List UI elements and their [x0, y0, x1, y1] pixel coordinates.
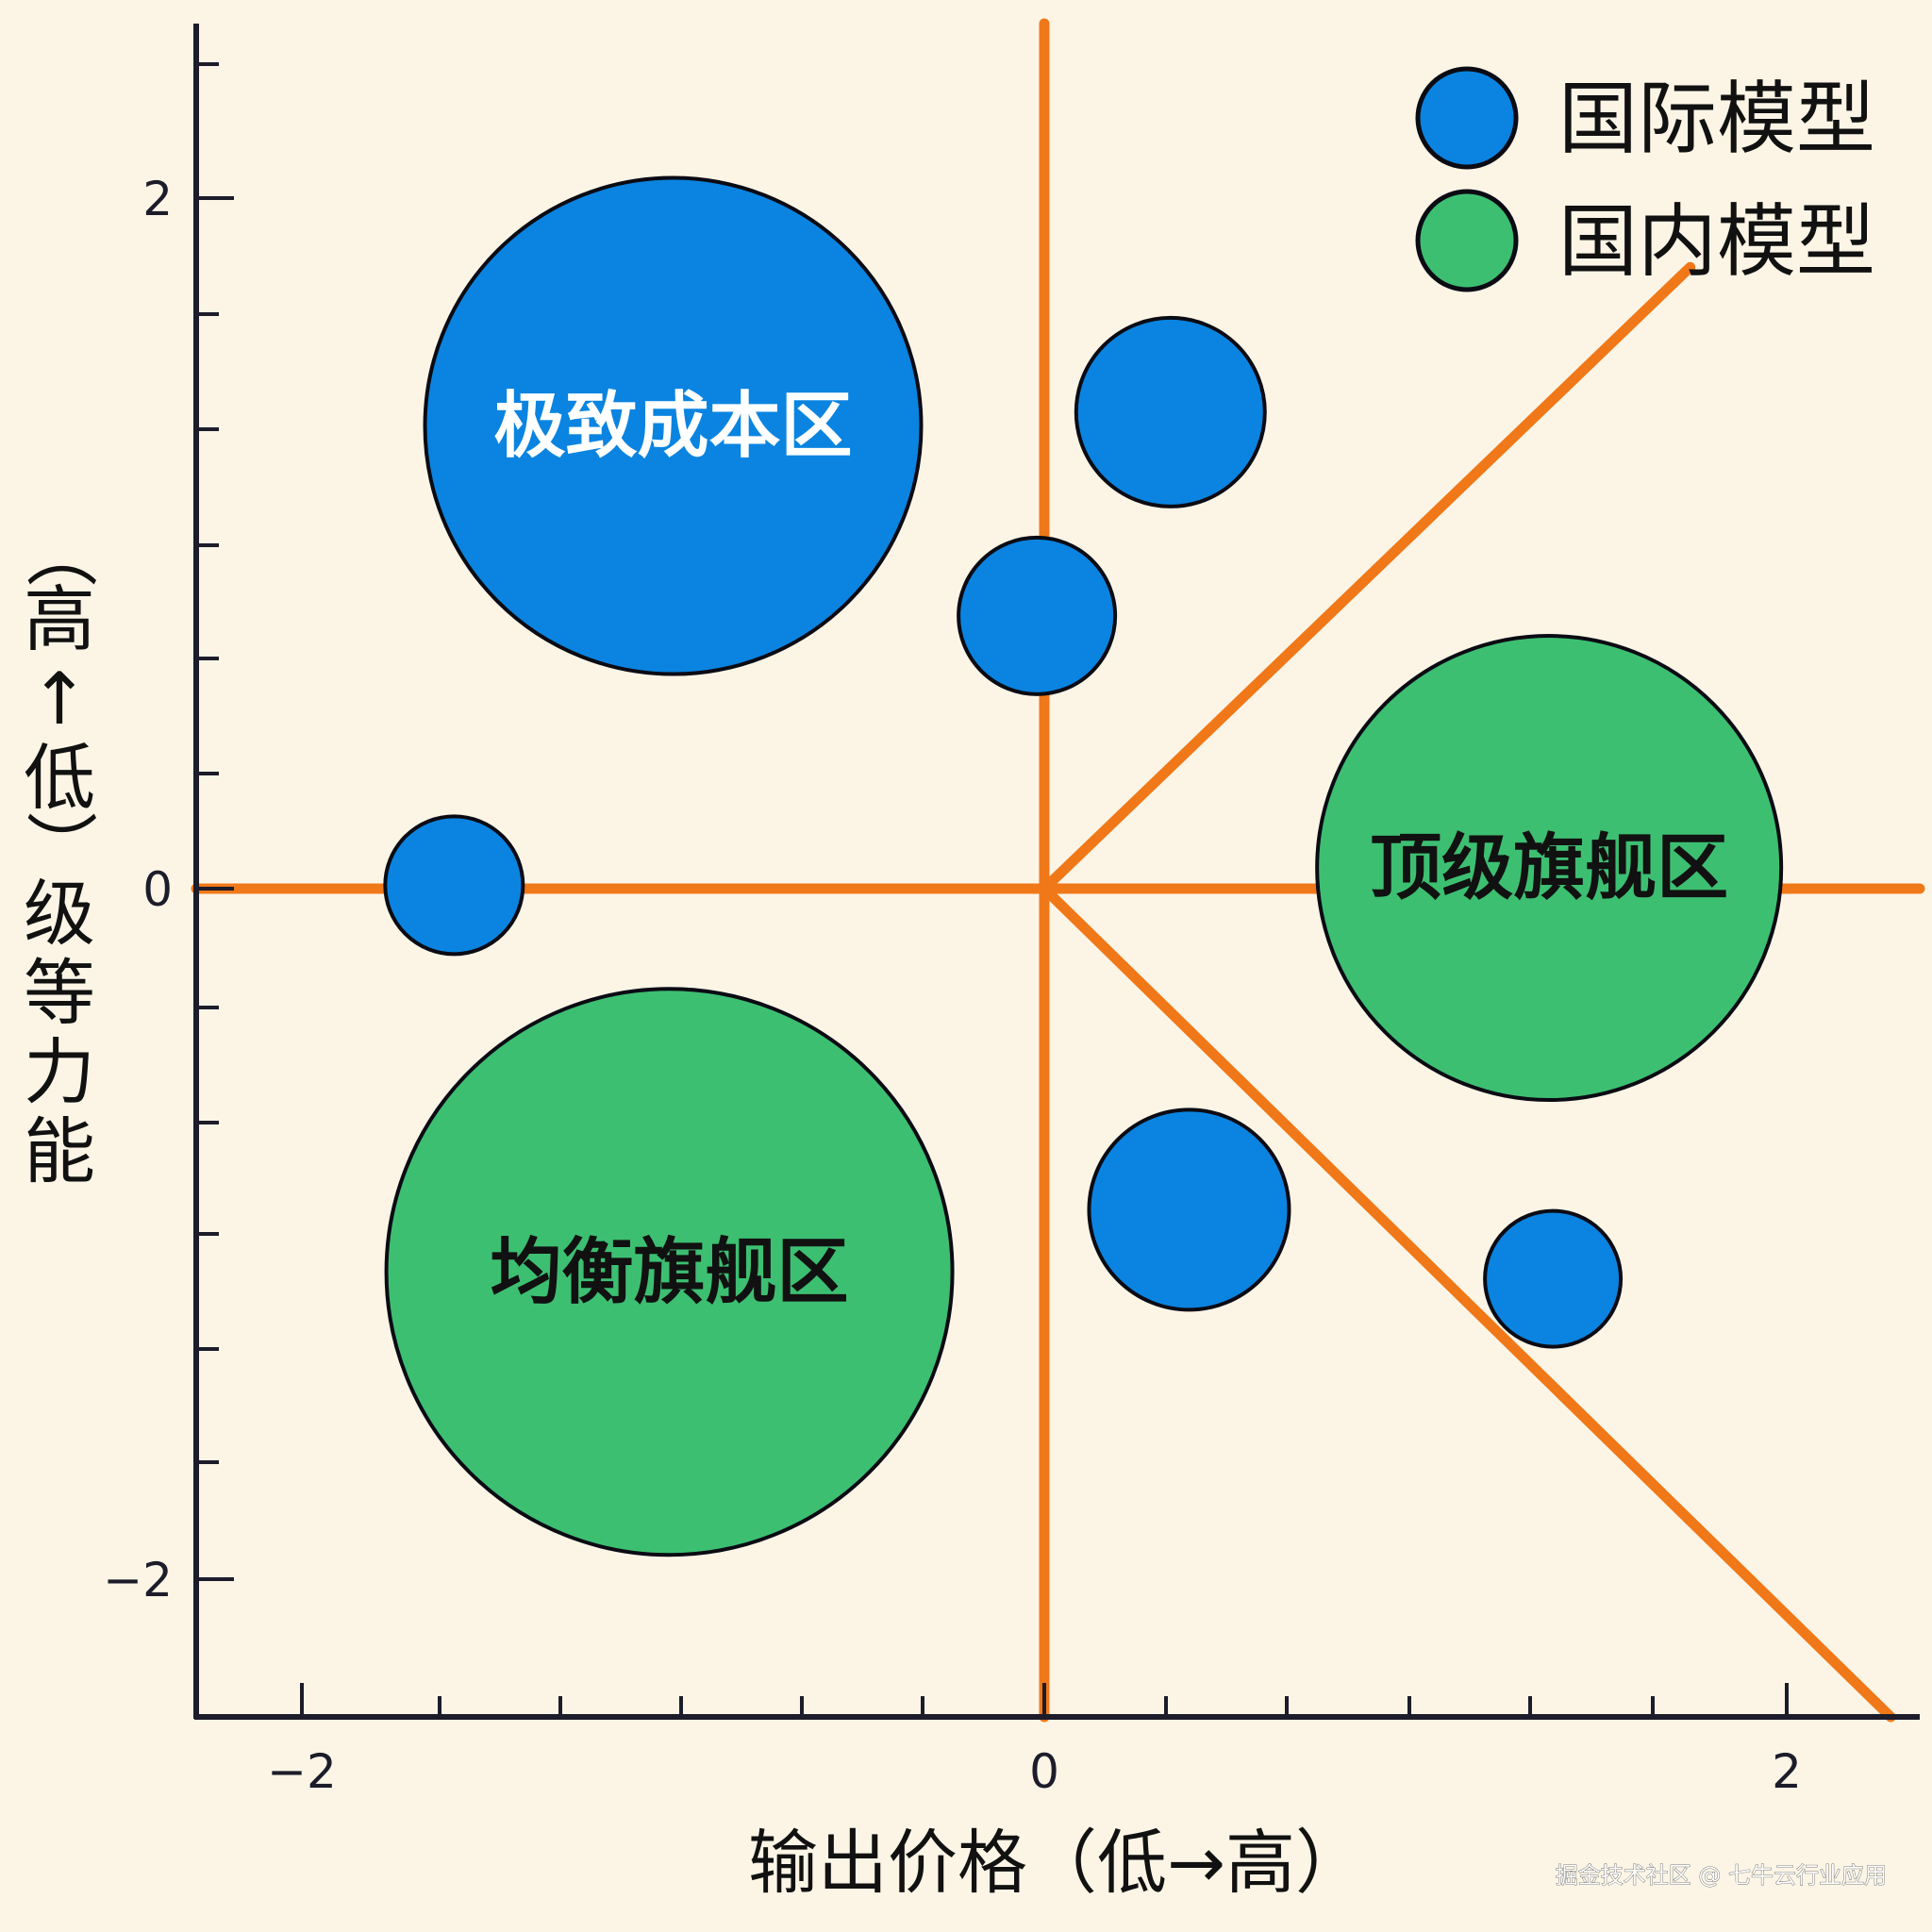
y-tick-label: 2 — [142, 172, 173, 226]
bubble-zone-label: 顶级旗舰区 — [1370, 825, 1728, 909]
international-model-bubble — [383, 814, 525, 957]
y-axis-title-glyph: 高 — [24, 577, 95, 661]
x-tick-label: 2 — [1772, 1744, 1802, 1799]
upper-diagonal-line — [1039, 261, 1696, 894]
y-axis-title-glyph: 级 — [24, 872, 95, 956]
domestic-model-bubble: 均衡旗舰区 — [384, 987, 955, 1557]
international-model-bubble — [1074, 315, 1267, 508]
x-tick-label: −2 — [267, 1744, 337, 1799]
y-axis-title-glyph: 能 — [24, 1109, 95, 1193]
x-axis-title: 输出价格（低→高） — [748, 1823, 1365, 1904]
legend-item: 国际模型 — [1415, 66, 1875, 170]
y-tick-label: 0 — [142, 862, 173, 917]
watermark: 掘金技术社区 @ 七牛云行业应用 — [1556, 1862, 1887, 1889]
axes: −2 0 2 −2 0 2 — [103, 24, 1920, 1799]
legend-item: 国内模型 — [1415, 189, 1875, 292]
legend-marker-icon — [1415, 66, 1519, 170]
y-axis-title-glyph: 力 — [24, 1030, 95, 1114]
y-axis-title-glyph: 等 — [24, 951, 95, 1035]
lower-diagonal-line — [1039, 883, 1896, 1723]
legend-marker-icon — [1415, 189, 1519, 292]
y-axis-title-glyph: ↑ — [29, 657, 90, 741]
bubble-zone-label: 均衡旗舰区 — [491, 1229, 849, 1313]
y-axis-title-glyph: （ — [18, 516, 102, 588]
bubble-zone-label: 极致成本区 — [494, 384, 853, 468]
y-axis-title: （高↑低）级等力能 — [17, 516, 102, 1241]
international-model-bubble — [1483, 1208, 1624, 1349]
legend-label: 国内模型 — [1558, 195, 1875, 288]
y-axis-title-glyph: 低 — [24, 736, 95, 820]
x-tick-label: 0 — [1029, 1744, 1059, 1799]
international-model-bubble — [1087, 1108, 1291, 1312]
international-model-bubble: 极致成本区 — [423, 175, 924, 676]
international-model-bubble — [957, 535, 1118, 696]
y-tick-label: −2 — [103, 1553, 173, 1607]
domestic-model-bubble: 顶级旗舰区 — [1315, 634, 1784, 1103]
y-axis-title-glyph: ） — [18, 810, 102, 882]
legend-label: 国际模型 — [1558, 73, 1875, 165]
